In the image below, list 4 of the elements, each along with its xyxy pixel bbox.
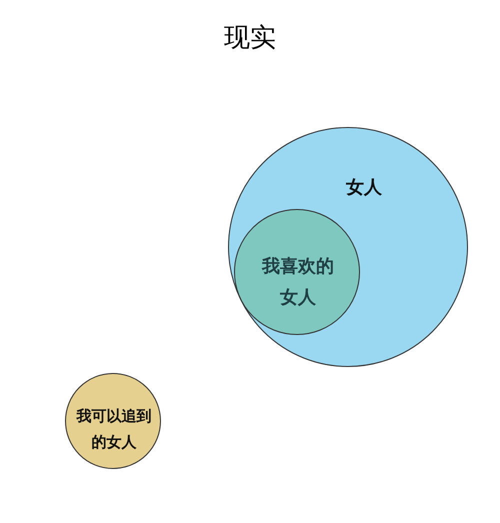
circle-label: 我喜欢的女人 [260,255,335,310]
title: 现实 [223,22,277,55]
circle-label: 我可以追到的女人 [75,406,152,452]
circle-label: 女人 [345,176,383,200]
